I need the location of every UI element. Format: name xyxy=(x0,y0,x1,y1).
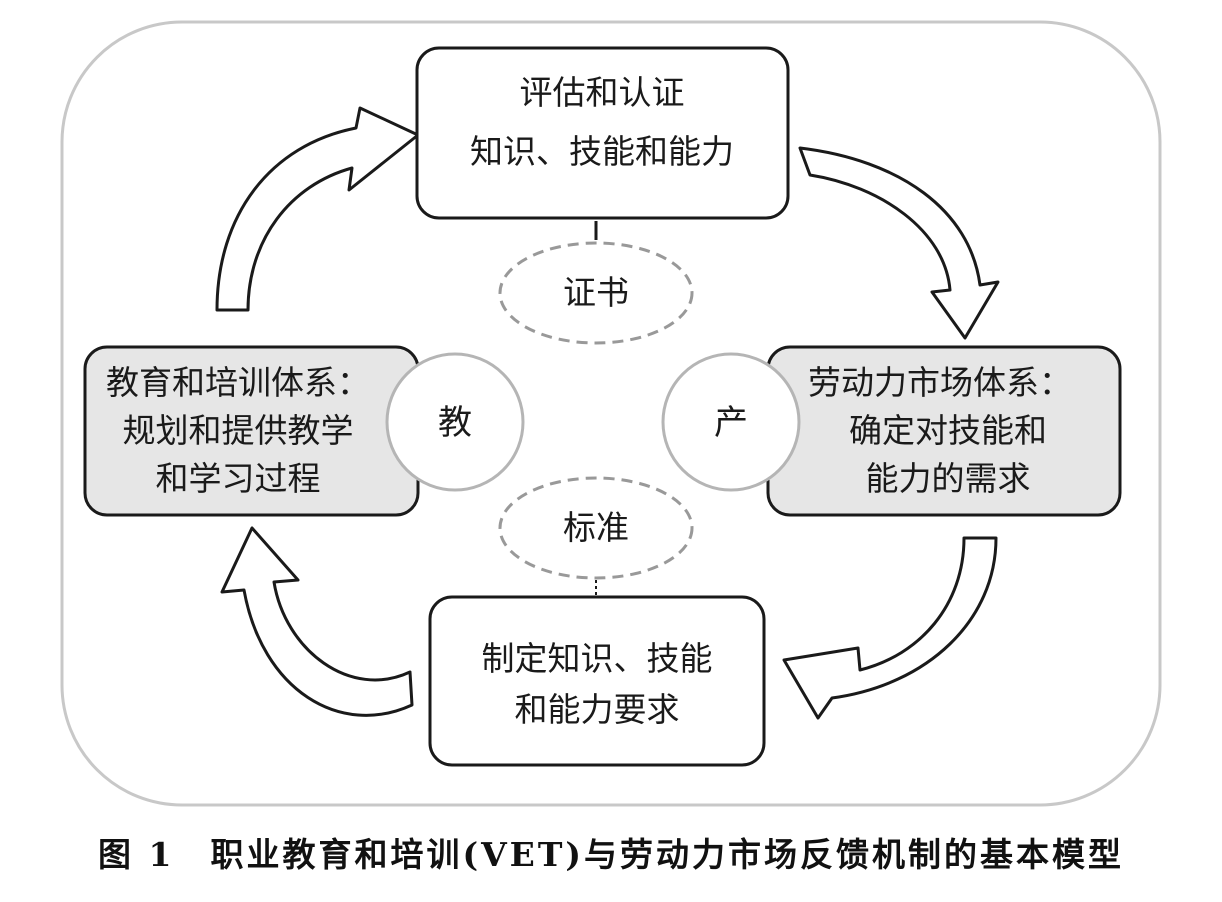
labor-market-line-3: 能力的需求 xyxy=(866,459,1031,498)
education-line-2: 规划和提供教学 xyxy=(123,411,354,450)
education-circle xyxy=(385,352,525,492)
arrow-bottom-to-left xyxy=(220,526,414,717)
education-circle-label: 教 xyxy=(438,403,472,443)
assessment-subtitle: 知识、技能和能力 xyxy=(470,132,734,171)
education-line-1: 教育和培训体系： xyxy=(106,363,370,402)
assessment-box xyxy=(415,46,790,220)
arrow-left-to-top xyxy=(215,106,420,312)
industry-circle xyxy=(661,352,801,492)
arrow-top-to-right xyxy=(798,146,1000,340)
education-line-3: 和学习过程 xyxy=(156,459,321,498)
standard-label: 标准 xyxy=(563,508,629,547)
labor-market-line-1: 劳动力市场体系： xyxy=(808,363,1072,402)
certificate-ellipse xyxy=(498,241,694,345)
requirements-box xyxy=(428,595,766,767)
labor-market-line-2: 确定对技能和 xyxy=(849,411,1047,450)
assessment-title: 评估和认证 xyxy=(520,73,685,112)
requirements-line-1: 制定知识、技能 xyxy=(482,639,713,678)
outer-frame xyxy=(60,20,1162,807)
figure-caption: 图 1 职业教育和培训(VET)与劳动力市场反馈机制的基本模型 xyxy=(0,828,1222,876)
standard-ellipse xyxy=(498,476,694,580)
requirements-line-2: 和能力要求 xyxy=(515,690,680,729)
vet-feedback-diagram: 证书 标准 评估和认证 知识、技能和能力 教育和培训体系： 规划和提供教学 和学… xyxy=(60,20,1162,807)
arrow-right-to-bottom xyxy=(782,536,998,720)
figure-title: 职业教育和培训(VET)与劳动力市场反馈机制的基本模型 xyxy=(210,835,1124,874)
industry-circle-label: 产 xyxy=(714,403,748,443)
figure-number: 图 1 xyxy=(98,835,175,874)
certificate-label: 证书 xyxy=(563,273,629,312)
